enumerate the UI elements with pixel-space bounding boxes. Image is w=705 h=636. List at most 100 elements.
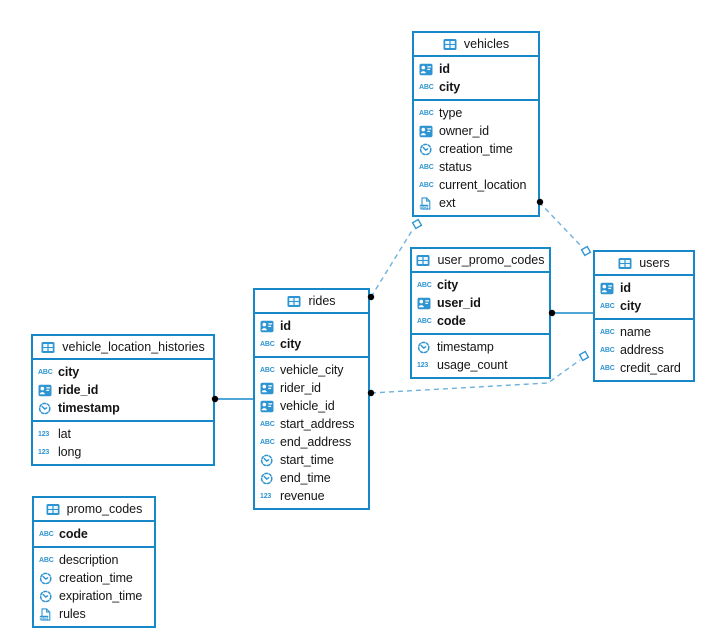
field-label: timestamp [58,401,120,415]
field-label: user_id [437,296,481,310]
field-label: vehicle_city [280,363,344,377]
table-header[interactable]: rides [255,290,368,314]
icon-glyph: ABC [419,109,434,117]
table-field-row: start_time [255,451,368,469]
field-label: city [437,278,459,292]
timestamp-type-icon [419,143,435,156]
id-type-icon [38,384,54,397]
table-field-row: vehicle_id [255,397,368,415]
field-label: start_time [280,453,334,467]
icon-glyph: ABC [260,420,275,428]
relationship-endpoint-diamond [578,350,590,362]
timestamp-type-icon [260,472,276,485]
table-field-row: timestamp [412,338,549,356]
table-header[interactable]: promo_codes [34,498,154,522]
icon-glyph: ABC [417,317,432,325]
table-header[interactable]: users [595,252,693,276]
field-label: id [439,62,450,76]
table-field-row: 123 long [33,443,213,461]
number-type-icon: 123 [38,431,54,438]
icon-glyph: ABC [600,302,615,310]
icon-glyph: JSON [419,205,429,209]
field-label: rules [59,607,86,621]
text-type-icon: ABC [600,303,616,310]
table-icon [46,503,62,516]
timestamp-type-icon [39,572,55,585]
table-icon [443,38,459,51]
icon-glyph: ABC [419,163,434,171]
field-label: end_time [280,471,331,485]
id-type-icon [600,282,616,295]
timestamp-type-icon [39,590,55,603]
text-type-icon: ABC [600,329,616,336]
table-icon [287,295,303,308]
field-label: ext [439,196,456,210]
icon-glyph: ABC [260,438,275,446]
table-title: vehicle_location_histories [62,340,205,354]
text-type-icon: ABC [38,369,54,376]
table-header[interactable]: vehicle_location_histories [33,336,213,360]
icon-glyph: ABC [39,530,54,538]
field-label: type [439,106,463,120]
table-field-row: JSON ext [414,194,538,212]
id-type-icon [419,125,435,138]
number-type-icon: 123 [417,362,433,369]
relationship-endpoint-diamond [580,245,592,257]
icon-glyph: ABC [419,181,434,189]
timestamp-type-icon [417,341,433,354]
columns-section: 123 lat 123 long [33,422,213,464]
field-label: city [620,299,642,313]
field-label: id [620,281,631,295]
text-type-icon: ABC [419,110,435,117]
field-label: current_location [439,178,527,192]
table-title: user_promo_codes [437,253,545,267]
field-label: revenue [280,489,325,503]
id-type-icon [260,400,276,413]
id-type-icon [419,63,435,76]
table-title: promo_codes [66,502,143,516]
text-type-icon: ABC [260,439,276,446]
field-label: end_address [280,435,352,449]
table-icon [618,257,634,270]
number-type-icon: 123 [260,493,276,500]
json-type-icon: JSON [419,196,435,210]
relationship-line-rides-vehicles[interactable] [370,228,414,298]
table-header[interactable]: user_promo_codes [412,249,549,273]
id-type-icon [260,320,276,333]
text-type-icon: ABC [39,531,55,538]
text-type-icon: ABC [39,557,55,564]
field-label: rider_id [280,381,321,395]
table-field-row: end_time [255,469,368,487]
field-label: address [620,343,664,357]
relationship-line-vehicles-users[interactable] [538,201,583,248]
table-title: vehicles [463,37,510,51]
field-label: credit_card [620,361,681,375]
field-label: timestamp [437,340,494,354]
table-header[interactable]: vehicles [414,33,538,57]
number-type-icon: 123 [38,449,54,456]
field-label: long [58,445,82,459]
text-type-icon: ABC [600,365,616,372]
text-type-icon: ABC [600,347,616,354]
icon-glyph: ABC [39,556,54,564]
table-field-row: ABC city [595,297,693,315]
text-type-icon: ABC [419,182,435,189]
field-label: lat [58,427,71,441]
